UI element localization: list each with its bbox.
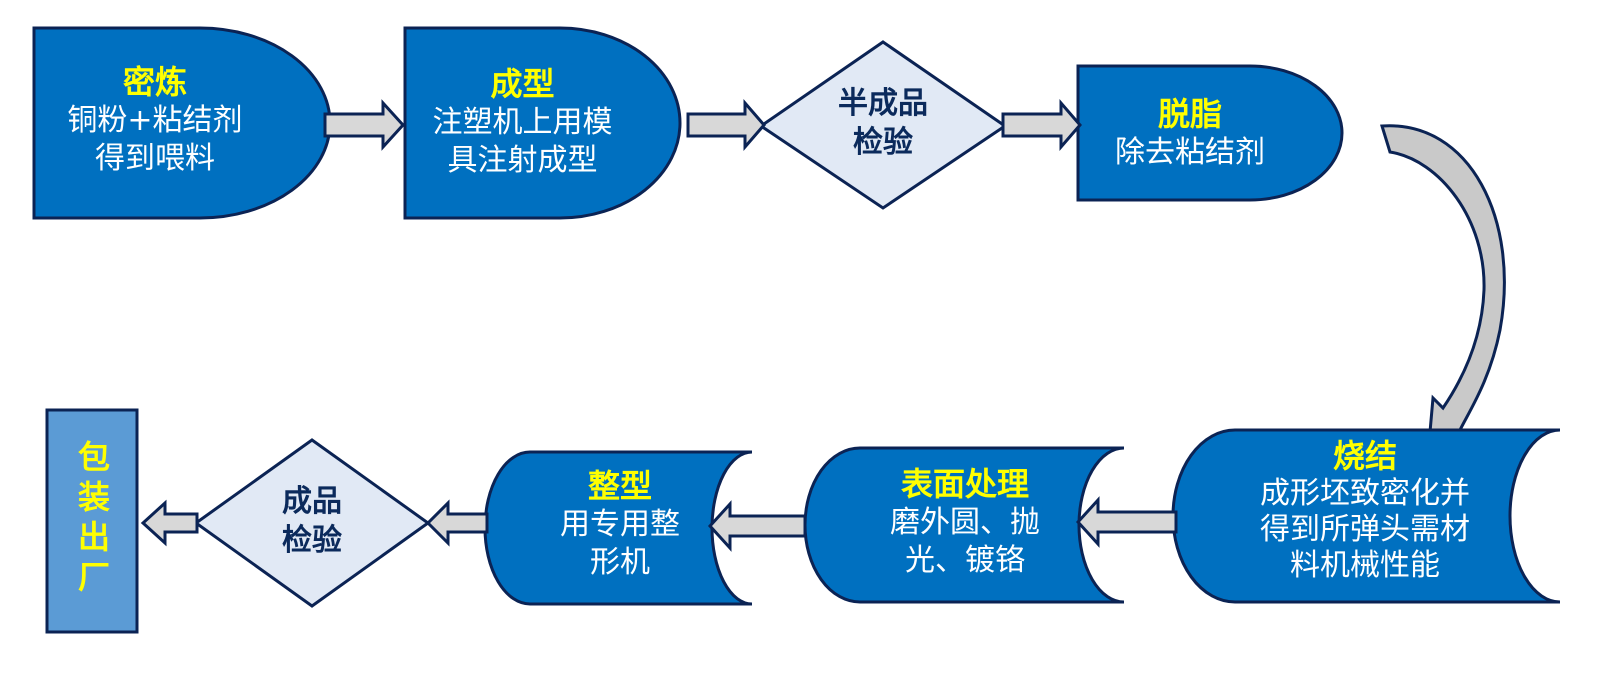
step-surface: 表面处理 磨外圆、抛 光、镀铬 bbox=[860, 464, 1070, 579]
arrow-surface-to-sizing bbox=[707, 500, 807, 552]
step-debinding: 脱脂 除去粘结剂 bbox=[1095, 94, 1285, 172]
semi-inspection-diamond bbox=[758, 40, 1008, 210]
step-surface-title: 表面处理 bbox=[900, 465, 1029, 503]
step-debinding-desc: 除去粘结剂 bbox=[1115, 135, 1265, 170]
curved-arrow-debinding-to-sintering bbox=[1380, 124, 1506, 443]
step-sizing: 整型 用专用整 形机 bbox=[535, 466, 705, 581]
step-molding-desc: 注塑机上用模 具注射成型 bbox=[432, 105, 613, 178]
step-sintering-shape bbox=[1171, 428, 1561, 604]
step-sintering: 烧结 成形坯致密化并 得到所弹头需材 料机械性能 bbox=[1240, 436, 1490, 584]
arrow-semi-to-debinding bbox=[1001, 98, 1082, 152]
arrow-mixing-to-molding bbox=[323, 99, 406, 151]
step-molding-title: 成型 bbox=[490, 65, 555, 103]
final-inspection-diamond bbox=[193, 438, 431, 608]
step-molding-shape bbox=[403, 26, 682, 220]
step-molding: 成型 注塑机上用模 具注射成型 bbox=[410, 64, 635, 179]
step-surface-desc: 磨外圆、抛 光、镀铬 bbox=[890, 505, 1040, 578]
step-sizing-shape bbox=[483, 450, 753, 606]
step-sizing-desc: 用专用整 形机 bbox=[560, 507, 680, 580]
step-sizing-title: 整型 bbox=[587, 467, 652, 505]
step-sintering-desc: 成形坯致密化并 得到所弹头需材 料机械性能 bbox=[1260, 476, 1470, 583]
step-mixing: 密炼 铜粉+粘结剂 得到喂料 bbox=[40, 62, 270, 177]
arrow-sintering-to-surface bbox=[1075, 496, 1178, 548]
step-debinding-title: 脱脂 bbox=[1157, 95, 1222, 133]
step-mixing-desc: 铜粉+粘结剂 得到喂料 bbox=[67, 103, 243, 176]
step-mixing-title: 密炼 bbox=[122, 63, 187, 101]
arrow-final-to-packaging bbox=[140, 499, 199, 547]
step-sintering-title: 烧结 bbox=[1332, 437, 1397, 475]
arrow-sizing-to-final bbox=[425, 499, 489, 547]
arrow-molding-to-semi bbox=[686, 98, 766, 152]
step-debinding-shape bbox=[1076, 64, 1344, 202]
semi-inspection-label: 半成品 检验 bbox=[838, 86, 928, 160]
packaging-box bbox=[45, 408, 139, 634]
final-inspection-label: 成品 检验 bbox=[282, 484, 342, 558]
packaging-label: 包装出厂 bbox=[73, 440, 111, 600]
step-surface-shape bbox=[803, 446, 1125, 604]
